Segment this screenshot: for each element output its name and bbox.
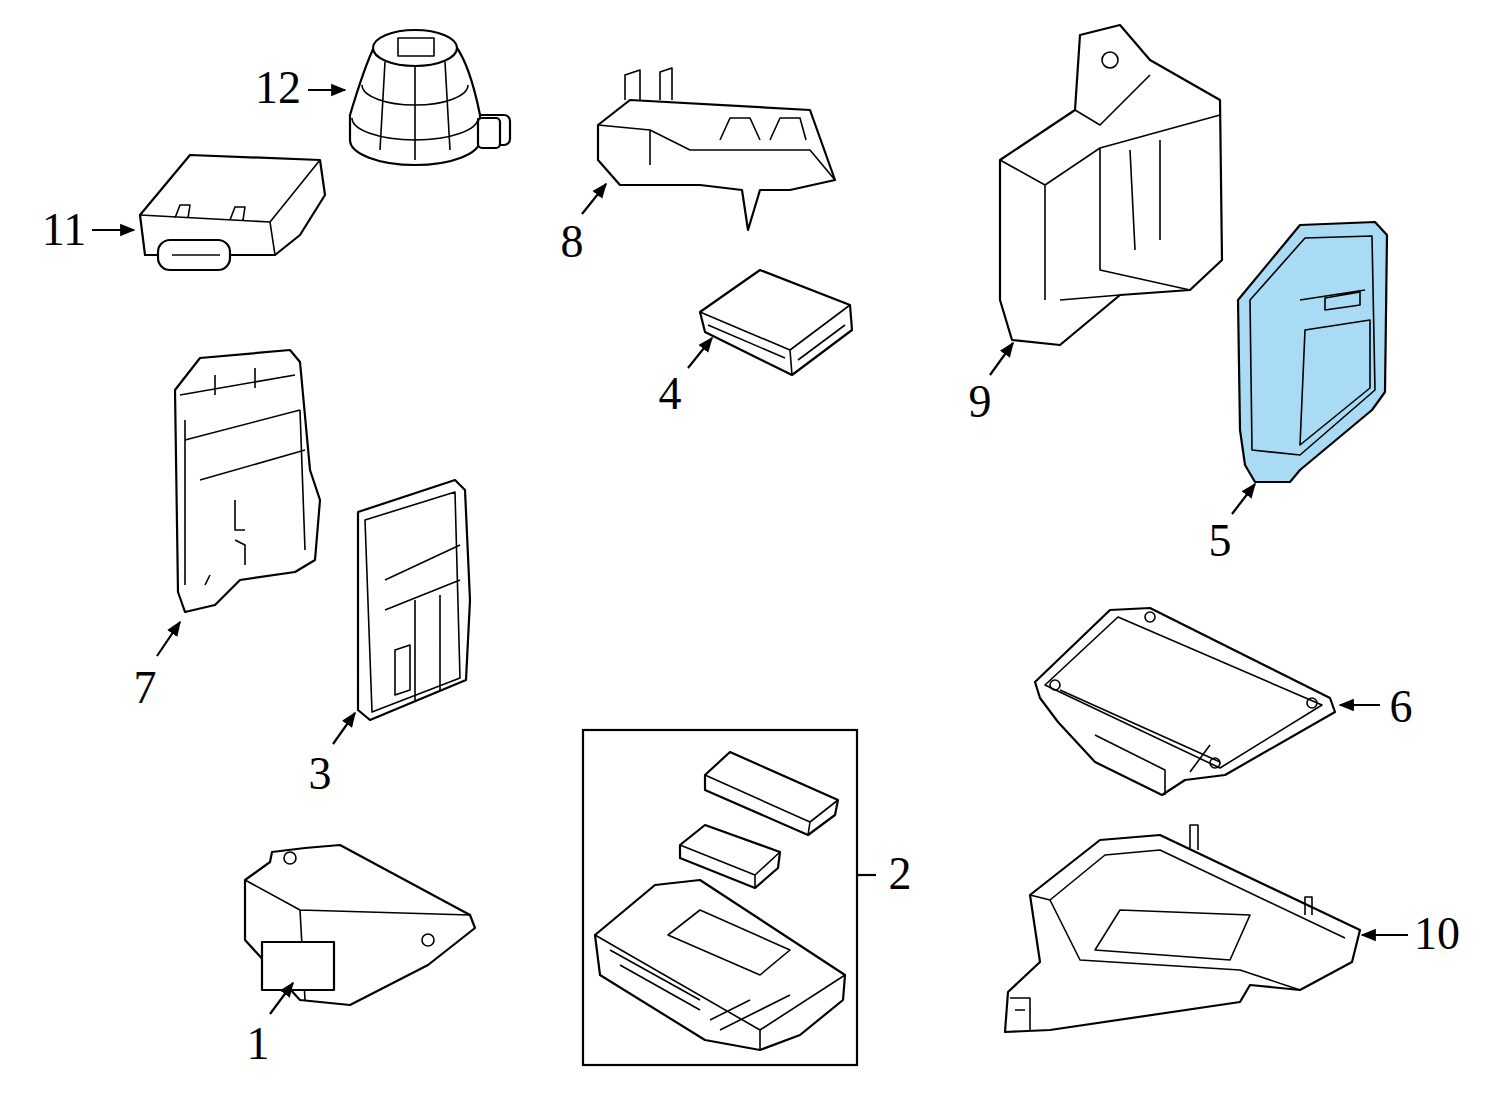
highlighted-module xyxy=(1238,222,1387,482)
callout-number: 8 xyxy=(561,219,584,265)
callout-number: 5 xyxy=(1209,518,1232,564)
callout-number: 3 xyxy=(309,751,332,797)
small-module xyxy=(700,270,852,375)
control-module xyxy=(245,845,475,1005)
control-module xyxy=(358,480,470,720)
callout-number: 6 xyxy=(1390,684,1413,730)
callout-number: 10 xyxy=(1414,911,1460,957)
callout-number: 7 xyxy=(134,665,157,711)
callout-number: 2 xyxy=(889,851,912,897)
kit-frame xyxy=(583,730,857,1065)
control-module xyxy=(140,155,325,270)
mounting-plate xyxy=(175,350,320,612)
buzzer xyxy=(350,30,510,165)
fuse-box-cover xyxy=(598,68,835,230)
callout-number: 9 xyxy=(969,379,992,425)
callout-number: 4 xyxy=(659,371,682,417)
flat-module xyxy=(1035,608,1335,795)
module-tray xyxy=(1005,825,1360,1032)
mounting-bracket xyxy=(1000,25,1222,345)
callout-number: 12 xyxy=(255,65,301,111)
leader-lines xyxy=(92,90,1408,1014)
callout-number: 11 xyxy=(42,207,86,253)
callout-number: 1 xyxy=(247,1021,270,1067)
